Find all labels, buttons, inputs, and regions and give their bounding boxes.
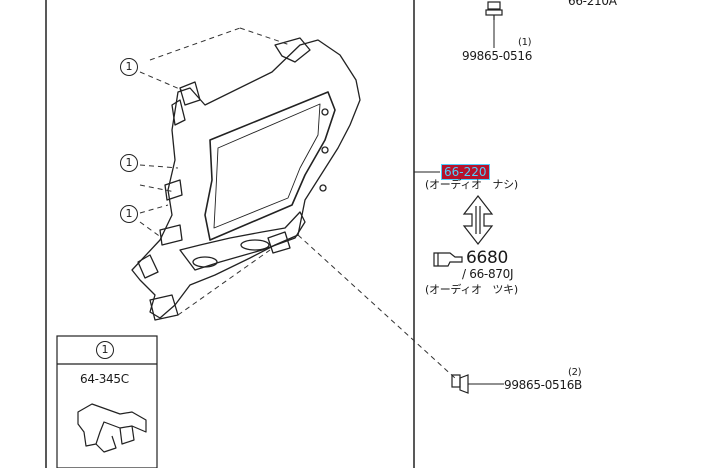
part-leaders (414, 18, 504, 385)
highlight-ref-66-220[interactable]: 66-220 (441, 164, 490, 180)
leader-lines (139, 27, 456, 379)
inset-part-number[interactable]: 64-345C (80, 372, 129, 386)
screw-top-qty: (1) (518, 37, 532, 48)
inset-callout: 1 (96, 341, 114, 359)
callout-1: 1 (120, 58, 138, 76)
inset-box (56, 335, 158, 468)
screw-top-part[interactable]: 99865-0516 (462, 49, 533, 63)
callout-1: 1 (120, 154, 138, 172)
audio-without-label: (オーディオ ナシ) (425, 178, 518, 191)
callout-1: 1 (120, 205, 138, 223)
ref-66-210a[interactable]: 66-210A (568, 0, 617, 8)
screw-bottom-qty: (2) (568, 367, 582, 378)
screw-icon (485, 1, 503, 20)
bezel-panel-icon (131, 37, 361, 321)
audio-with-label: (オーディオ ツキ) (425, 283, 518, 296)
pointing-hand-icon (433, 252, 463, 267)
clip-icon (77, 403, 147, 453)
screw-icon (451, 374, 469, 394)
ref-6680[interactable]: 6680 (466, 248, 509, 268)
double-arrow-icon (462, 195, 494, 245)
ref-66-870j[interactable]: / 66-870J (462, 267, 514, 281)
screw-bottom-part[interactable]: 99865-0516B (504, 378, 582, 392)
